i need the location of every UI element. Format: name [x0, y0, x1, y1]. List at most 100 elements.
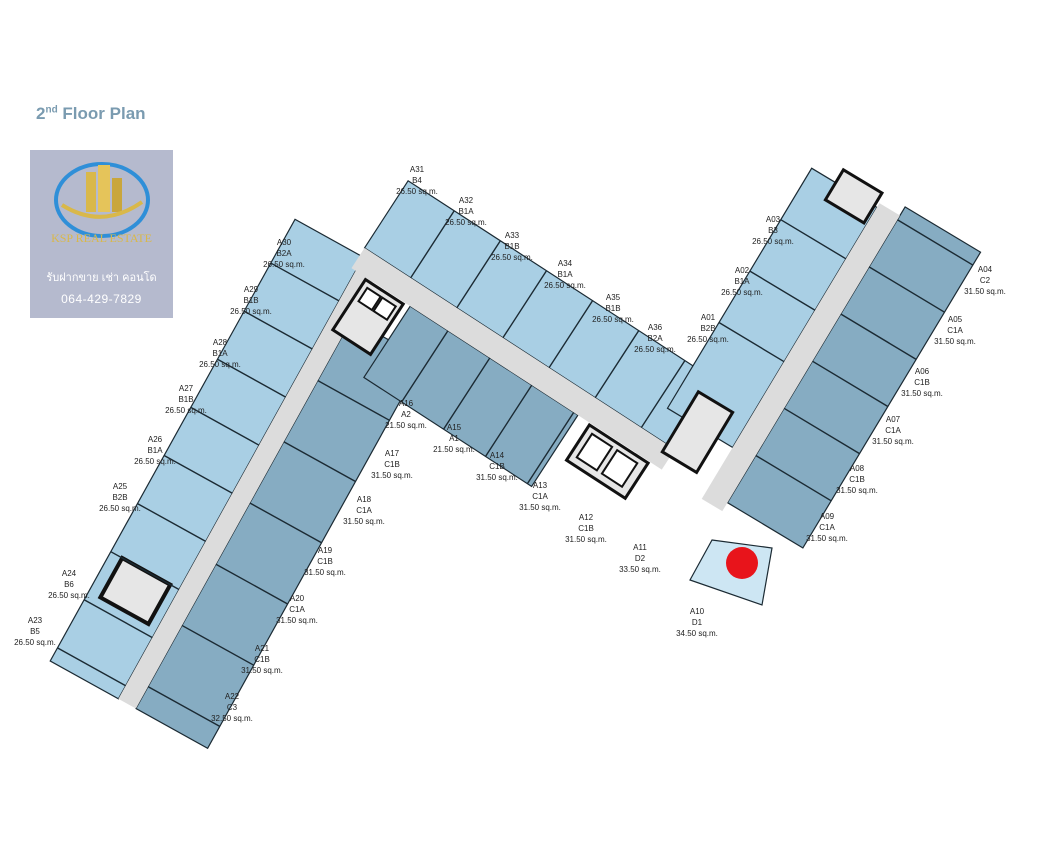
stair-core [823, 167, 885, 226]
unit-id: A34 [558, 259, 573, 268]
unit-id: A36 [648, 323, 663, 332]
unit-type: B2A [647, 334, 663, 343]
unit-type: C1A [289, 605, 305, 614]
unit-type: B5 [30, 627, 40, 636]
unit-area: 26.50 sq.m. [592, 315, 634, 324]
unit-type: C1B [849, 475, 865, 484]
unit-area: 31.50 sq.m. [476, 473, 518, 482]
unit-type: D2 [635, 554, 646, 563]
unit-id: A28 [213, 338, 228, 347]
unit-type: B1A [212, 349, 228, 358]
unit-area: 26.50 sq.m. [48, 591, 90, 600]
unit-area: 31.50 sq.m. [343, 517, 385, 526]
unit-area: 33.50 sq.m. [619, 565, 661, 574]
title-number: 2 [36, 104, 46, 123]
unit-divider [755, 454, 832, 502]
unit-id: A17 [385, 449, 400, 458]
unit-id: A26 [148, 435, 163, 444]
unit-area: 26.50 sq.m. [396, 187, 438, 196]
unit-divider [215, 563, 288, 605]
unit-id: A27 [179, 384, 194, 393]
unit-area: 31.50 sq.m. [241, 666, 283, 675]
unit-type: B2B [700, 324, 715, 333]
unit-divider [401, 330, 449, 403]
unit-type: B4 [412, 176, 422, 185]
unit-area: 31.50 sq.m. [371, 471, 413, 480]
unit-divider [137, 502, 207, 543]
ksp-logo [54, 162, 150, 238]
unit-type: D1 [692, 618, 703, 627]
unit-area: 26.50 sq.m. [634, 345, 676, 354]
unit-divider [110, 551, 180, 591]
unit-id: A14 [490, 451, 505, 460]
unit-id: A25 [113, 482, 128, 491]
unit-id: A29 [244, 285, 259, 294]
unit-id: A10 [690, 607, 705, 616]
unit-type: B2B [112, 493, 127, 502]
unit-area: 31.50 sq.m. [565, 535, 607, 544]
unit-id: A18 [357, 495, 372, 504]
unit-divider [502, 270, 548, 339]
unit-divider [718, 321, 785, 363]
unit-area: 26.50 sq.m. [721, 288, 763, 297]
unit-id: A35 [606, 293, 621, 302]
unit-area: 26.50 sq.m. [199, 360, 241, 369]
east-unit-row [726, 206, 982, 549]
corridor [701, 203, 900, 512]
unit-area: 31.50 sq.m. [964, 287, 1006, 296]
title-suffix: nd [45, 104, 58, 116]
unit-id: A22 [225, 692, 240, 701]
elevator-icon [600, 448, 639, 489]
unit-type: B2A [276, 249, 292, 258]
unit-area: 26.50 sq.m. [99, 504, 141, 513]
unit-type: C1A [356, 506, 372, 515]
elevator-icon [372, 296, 398, 322]
unit-type: B1A [557, 270, 573, 279]
right-wing [660, 167, 982, 549]
unit-type: C1A [532, 492, 548, 501]
unit-type: C1A [819, 523, 835, 532]
unit-divider [442, 357, 491, 430]
unit-id: A07 [886, 415, 901, 424]
lift-core [660, 389, 735, 475]
corridor [351, 247, 675, 470]
unit-area: 31.50 sq.m. [934, 337, 976, 346]
unit-id: A30 [277, 238, 292, 247]
